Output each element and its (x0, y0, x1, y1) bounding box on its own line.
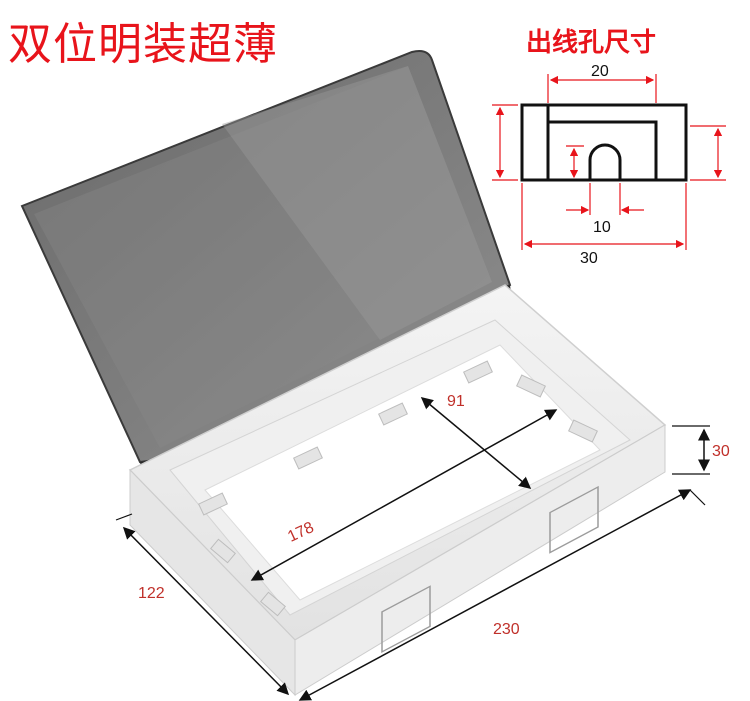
detail-title: 出线孔尺寸 (526, 28, 657, 58)
dim-depth: 122 (138, 585, 165, 602)
detail-dim-slot: 10 (593, 219, 611, 236)
dim-inner-width: 91 (447, 393, 465, 410)
detail-dim-top: 20 (591, 63, 609, 80)
detail-dim-overall: 30 (580, 250, 598, 267)
cable-hole-detail: 20 10 30 (492, 63, 726, 267)
page-title: 双位明装超薄 (8, 19, 278, 70)
dim-length: 230 (493, 621, 520, 638)
dim-height: 30 (712, 443, 730, 460)
